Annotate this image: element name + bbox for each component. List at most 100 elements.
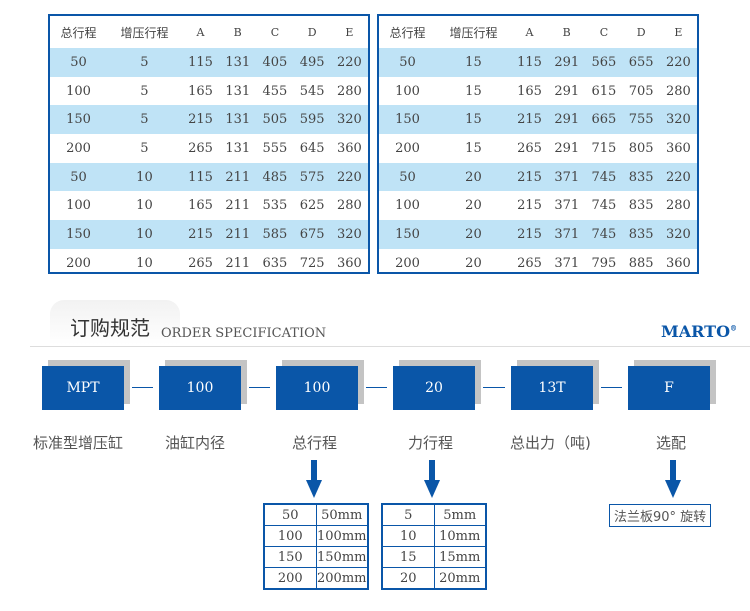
arrow-down-icon [665,460,681,498]
table-cell: 360 [665,140,691,156]
option-cell: 200mm [315,567,369,590]
code-box: 100 [276,366,358,410]
column-header: C [270,25,280,39]
table-cell: 280 [665,83,691,99]
section-title: 订购规范 [50,300,180,345]
table-cell: 100 [66,198,91,214]
code-box: 100 [159,366,241,410]
table-cell: 585 [256,220,294,249]
connector [132,387,153,388]
table-cell: 665 [585,105,623,135]
option-note: 法兰板90° 旋转 [609,504,712,527]
column-header: E [674,25,683,39]
table-cell: 705 [628,83,654,99]
table-cell: 50 [50,48,107,77]
table-cell: 211 [225,255,251,271]
table-cell: 291 [548,105,586,135]
table-cell: 20 [435,220,511,249]
table-cell: 200 [395,140,420,156]
table-cell: 495 [293,48,331,77]
table-cell: 371 [548,220,586,249]
table-cell: 575 [293,162,331,192]
option-cell: 5 [381,503,435,526]
table-cell: 625 [299,198,325,214]
table-cell: 455 [262,83,288,99]
table-cell: 535 [262,198,288,214]
table-cell: 360 [336,140,362,156]
code-box: MPT [42,366,124,410]
table-cell: 805 [628,140,654,156]
column-header: D [307,25,317,39]
table-cell: 545 [299,83,325,99]
table-cell: 835 [622,220,660,249]
arrow-down-icon [306,460,322,498]
table-cell: 215 [181,105,220,135]
brand-logo: MARTO® [661,322,737,341]
table-cell: 565 [585,48,623,77]
table-cell: 15 [465,83,482,99]
table-cell: 200 [66,255,91,271]
column-header: 总行程 [389,25,426,40]
table-cell: 215 [510,220,549,249]
table-cell: 100 [395,83,420,99]
code-box: 13T [511,366,593,410]
table-cell: 115 [181,162,220,192]
table-cell: 10 [106,220,182,249]
table-cell: 265 [517,140,542,156]
column-header: D [636,25,646,39]
option-cell: 200 [263,567,317,590]
table-cell: 200 [395,255,420,271]
table-cell: 715 [591,140,617,156]
table-cell: 835 [622,162,660,192]
table-cell: 215 [510,162,549,192]
code-box: 20 [393,366,475,410]
table-cell: 5 [106,48,182,77]
option-cell: 150 [263,546,317,568]
code-label: 油缸内径 [165,434,226,452]
table-cell: 265 [188,255,213,271]
table-cell: 10 [106,162,182,192]
table-cell: 320 [330,105,368,135]
table-cell: 131 [225,83,251,99]
option-cell: 10 [381,525,435,547]
table-cell: 165 [188,198,213,214]
table-cell: 20 [465,255,482,271]
table-cell: 211 [225,198,251,214]
option-cell: 15mm [433,546,487,568]
table-cell: 165 [517,83,542,99]
table-cell: 485 [256,162,294,192]
option-cell: 50 [263,503,317,526]
column-header: C [599,25,609,39]
code-label: 总出力（吨) [510,434,591,452]
table-cell: 725 [299,255,325,271]
table-cell: 20 [465,198,482,214]
table-cell: 505 [256,105,294,135]
table-cell: 131 [219,105,257,135]
table-cell: 200 [66,140,91,156]
option-cell: 50mm [315,503,369,526]
table-cell: 220 [330,162,368,192]
table-cell: 320 [659,220,697,249]
table-cell: 150 [379,220,436,249]
table-cell: 20 [435,162,511,192]
connector [601,387,622,388]
table-cell: 320 [659,105,697,135]
table-cell: 5 [140,140,149,156]
divider [30,346,750,347]
column-header: A [196,25,205,39]
connector [366,387,387,388]
table-cell: 755 [622,105,660,135]
table-cell: 211 [219,220,257,249]
table-cell: 115 [181,48,220,77]
table-cell: 745 [585,220,623,249]
